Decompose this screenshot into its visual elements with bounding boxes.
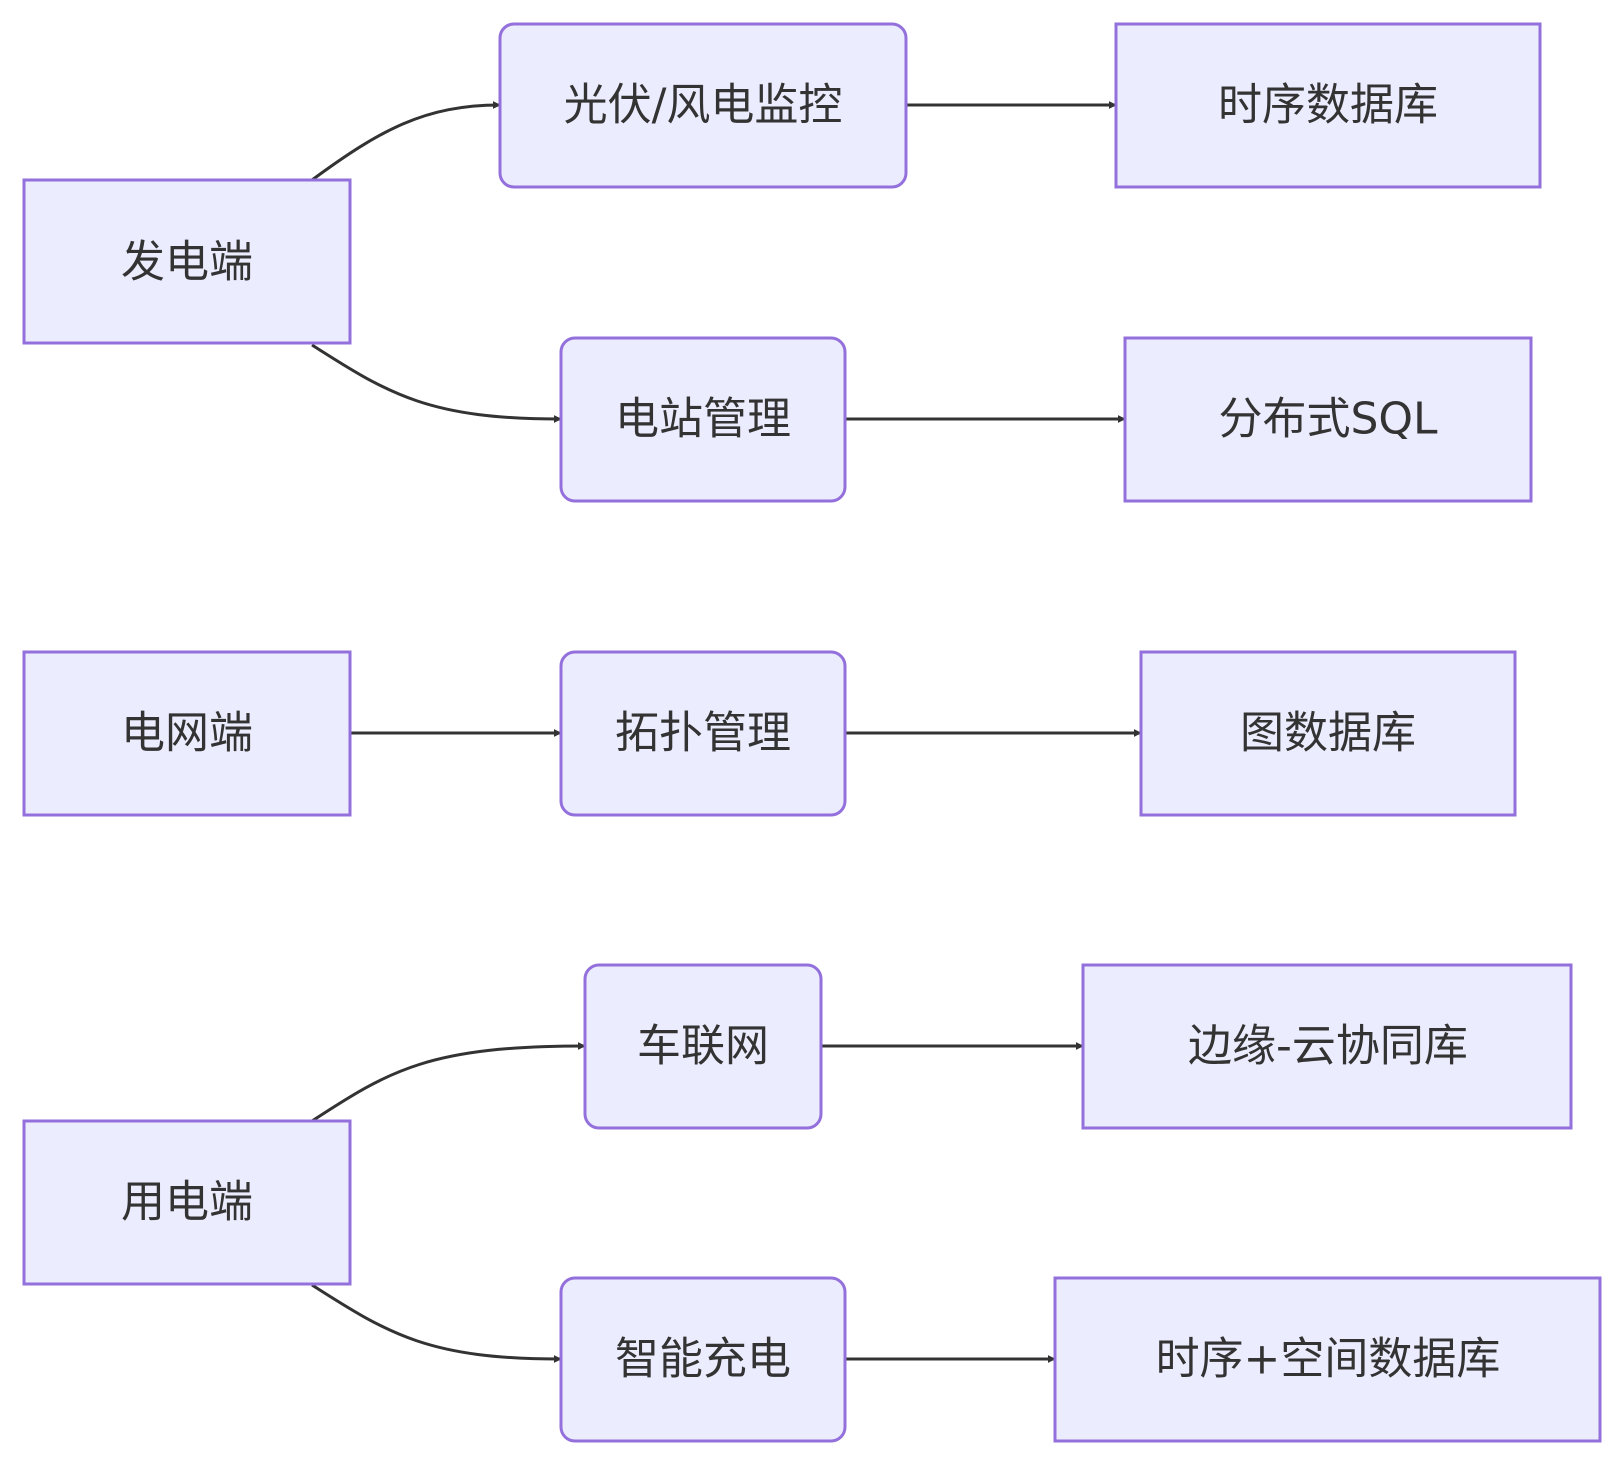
node-edgecloud-label: 边缘-云协同库 [1188,1021,1468,1072]
node-tsdb2: 时序+空间数据库 [1053,1276,1602,1443]
node-topo: 拓扑管理 [559,650,847,817]
node-gen-label: 发电端 [121,237,253,288]
node-grid-label: 电网端 [121,708,253,759]
node-grid: 电网端 [22,650,352,817]
node-station-label: 电站管理 [615,394,791,445]
node-charge-label: 智能充电 [615,1334,791,1385]
node-use: 用电端 [22,1119,352,1286]
node-iov: 车联网 [583,963,823,1130]
node-tsdb1: 时序数据库 [1114,22,1542,189]
node-graphdb: 图数据库 [1139,650,1517,817]
edge-use-charge [311,1283,562,1363]
node-gen: 发电端 [22,178,352,345]
node-tsdb2-label: 时序+空间数据库 [1156,1334,1501,1385]
node-topo-label: 拓扑管理 [615,708,791,759]
edge-gen-station [311,343,562,423]
node-graphdb-label: 图数据库 [1240,708,1416,759]
edge-use-iov [311,1042,586,1123]
node-station: 电站管理 [559,336,847,503]
node-dsql-label: 分布式SQL [1218,394,1438,445]
node-pv-label: 光伏/风电监控 [564,80,843,131]
node-tsdb1-label: 时序数据库 [1218,80,1438,131]
node-edgecloud: 边缘-云协同库 [1081,963,1573,1130]
node-use-label: 用电端 [121,1177,253,1228]
edge-gen-pv [311,101,501,182]
node-pv: 光伏/风电监控 [498,22,908,189]
node-dsql: 分布式SQL [1123,336,1533,503]
edges [311,101,1142,1363]
node-charge: 智能充电 [559,1276,847,1443]
node-iov-label: 车联网 [637,1021,769,1072]
